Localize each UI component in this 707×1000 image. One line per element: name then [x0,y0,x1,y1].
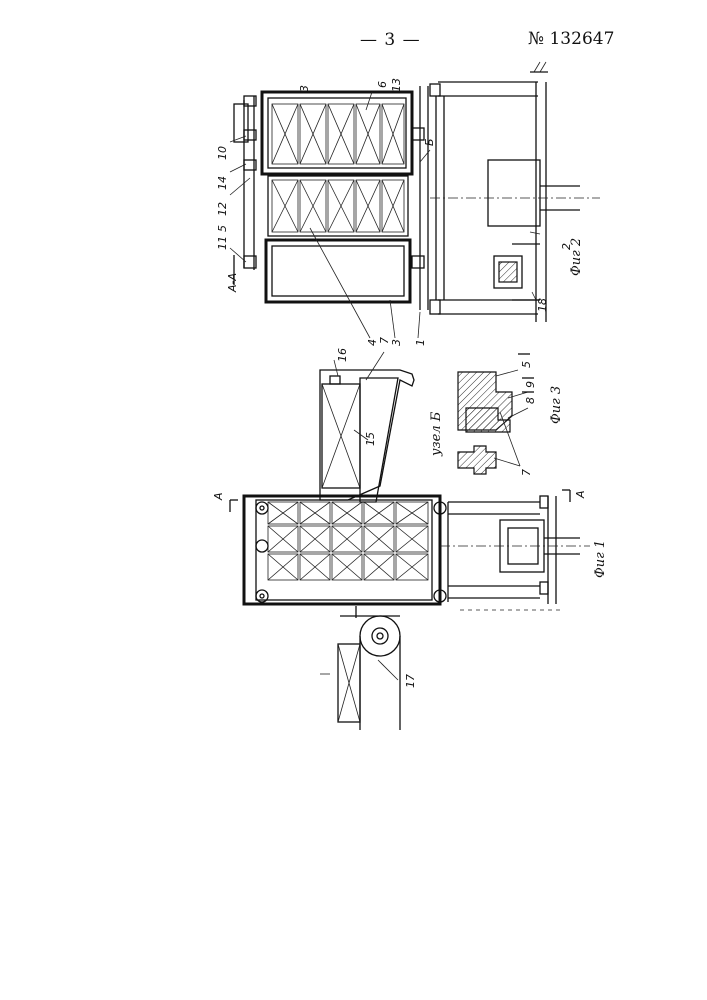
callout-10: 10 [216,146,229,160]
figure-3: 5 9 8 7 узел Б Фиг 3 [429,354,564,476]
callout-b: Б [423,138,436,146]
callout-5b: 5 [520,361,533,368]
callout-5: 5 [216,225,229,232]
fig2-caption: Фиг 2 [569,238,584,276]
section-mark-a-left: А [212,492,225,501]
callout-16: 16 [336,348,349,362]
callout-18: 18 [536,298,549,312]
node-b-label: узел Б [429,411,444,457]
fig3-caption: Фиг 3 [549,386,564,424]
callout-15: 15 [364,432,377,446]
callout-7: 7 [378,337,391,344]
section-aa-label: А-А [226,273,239,293]
figure-2: 3 6 13 Б 10 14 12 5 11 2 18 4 3 1 А-А Фи… [216,62,600,346]
callout-9: 9 [524,381,537,388]
callout-8: 8 [524,397,537,404]
callout-3: 3 [298,85,311,92]
callout-14: 14 [216,176,229,190]
callout-7b: 7 [520,469,533,476]
callout-11: 11 [216,236,229,250]
callout-3b: 3 [390,339,403,346]
callout-6: 6 [376,81,389,88]
callout-1: 1 [414,339,427,346]
callout-13: 13 [390,78,403,92]
callout-12: 12 [216,202,229,216]
callout-17: 17 [404,674,417,688]
section-mark-a-right: А [574,490,587,499]
fig1-caption: Фиг 1 [593,540,608,578]
